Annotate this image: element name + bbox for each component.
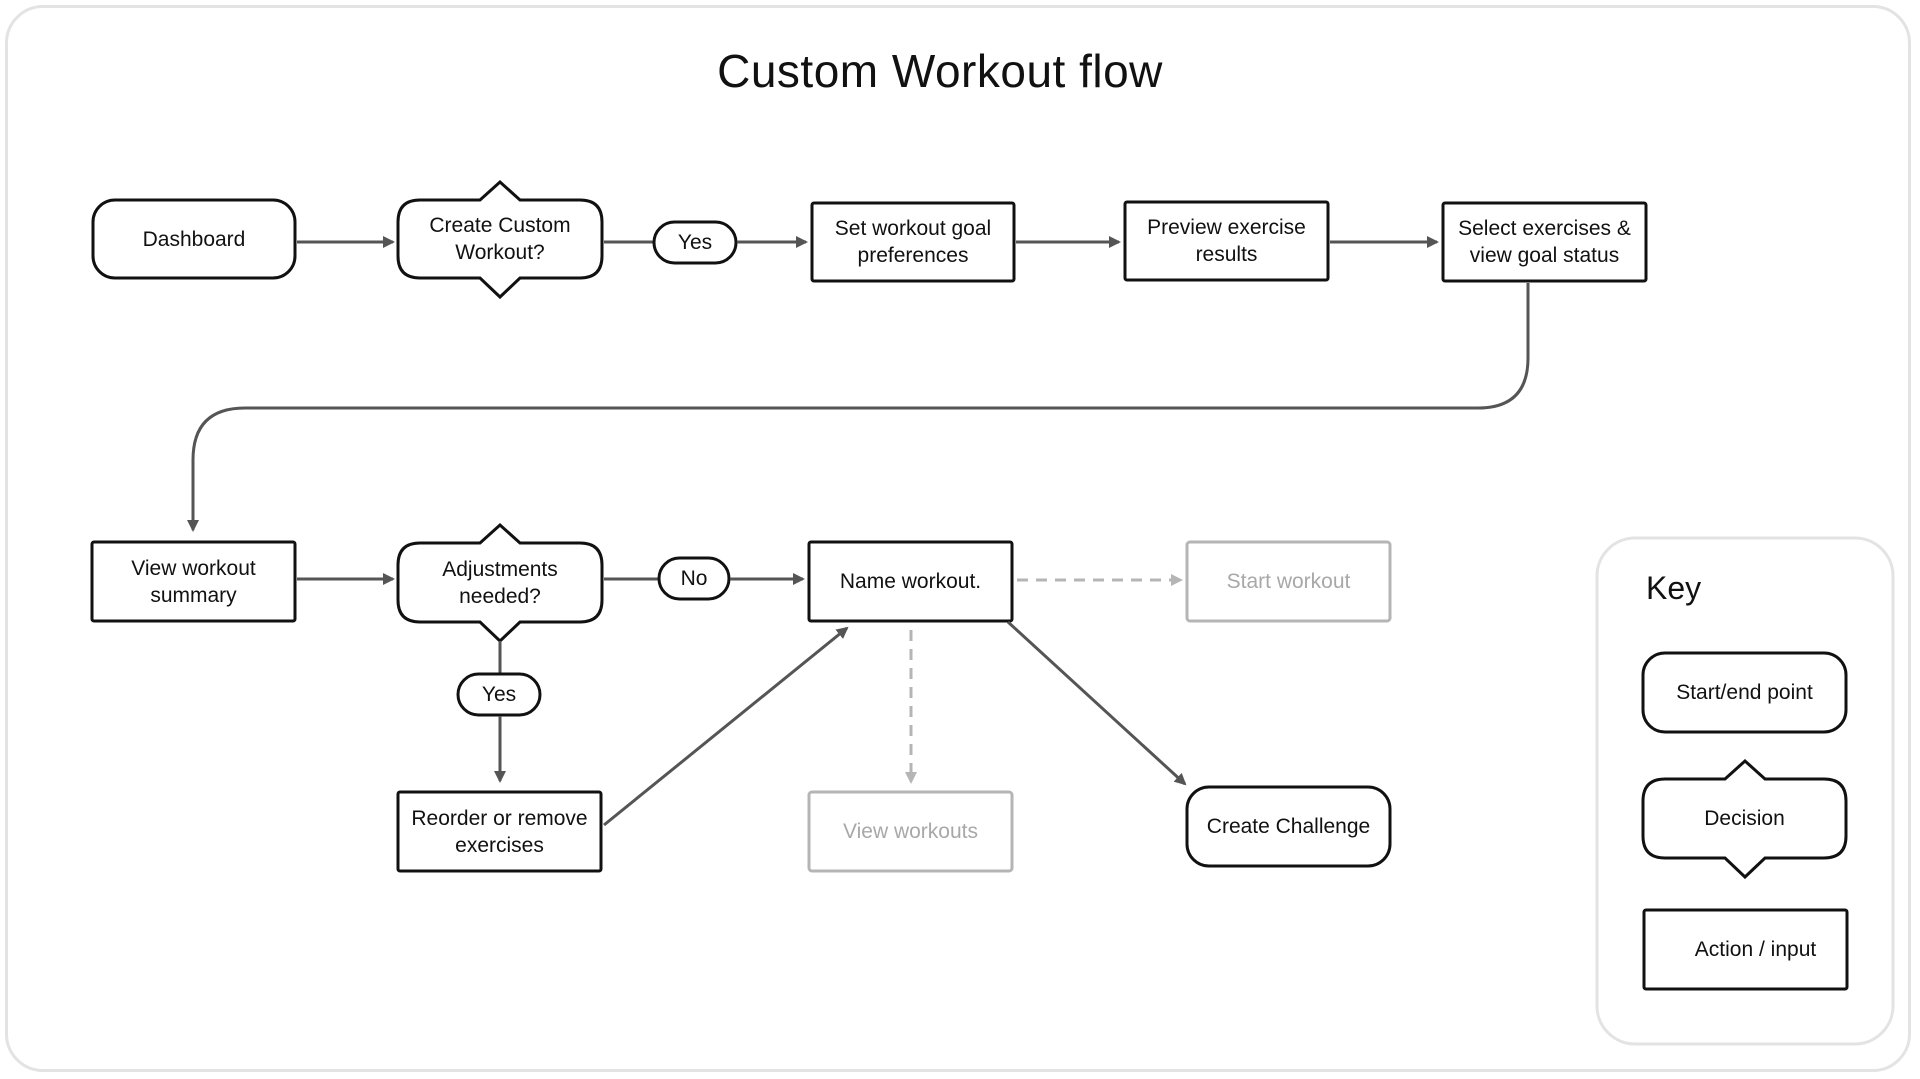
diagram-frame <box>5 5 1911 1072</box>
node-preview-results-label: Preview exercise results <box>1147 216 1306 266</box>
arrow-reorder-to-name-workout <box>603 626 849 827</box>
label-yes-top-shape <box>652 220 738 265</box>
key-action-input-label: Action / input <box>1694 938 1817 961</box>
node-dashboard-shape <box>91 198 297 280</box>
node-name-workout-shape <box>807 540 1014 623</box>
node-view-summary-label: View workout summary <box>131 556 256 607</box>
diagram-title: Custom Workout flow <box>717 45 1163 97</box>
node-adjustments-needed-label: Adjustments needed? <box>442 557 558 608</box>
node-select-exercises-shape <box>1441 201 1648 283</box>
node-set-goal-preferences-label: Set workout goal preferences <box>834 217 992 267</box>
label-yes-bottom: Yes <box>481 682 517 706</box>
label-yes-bottom-shape <box>456 672 542 717</box>
node-set-goal-preferences-shape <box>810 201 1016 283</box>
node-view-summary-shape <box>90 540 297 623</box>
node-select-exercises-label: Select exercises & view goal status <box>1458 217 1631 267</box>
node-preview-results-shape <box>1123 200 1330 282</box>
node-dashboard-label: Dashboard <box>142 227 246 251</box>
label-no-shape <box>657 556 731 601</box>
node-create-custom-workout-label: Create Custom Workout? <box>429 214 571 264</box>
key-action-input-shape <box>1642 908 1849 991</box>
arrow-select-to-view-summary <box>187 283 1530 532</box>
node-create-challenge-label: Create Challenge <box>1206 815 1371 838</box>
node-start-workout-label: Start workout <box>1226 570 1351 593</box>
node-create-custom-workout-shape <box>396 179 604 300</box>
node-create-challenge-shape <box>1185 785 1392 868</box>
node-reorder-remove-label: Reorder or remove exercises <box>411 806 588 857</box>
node-view-workouts-label: View workouts <box>842 820 978 843</box>
label-no: No <box>680 566 708 590</box>
key-title: Key <box>1646 570 1702 606</box>
node-reorder-remove-shape <box>396 790 603 873</box>
node-adjustments-needed-shape <box>396 522 604 644</box>
key-decision-label: Decision <box>1704 807 1785 830</box>
node-view-workouts-shape <box>807 790 1014 873</box>
label-yes-top: Yes <box>677 230 713 254</box>
key-start-end-shape <box>1641 651 1848 734</box>
key-decision-shape <box>1641 758 1848 880</box>
arrow-name-to-create-challenge <box>1006 620 1187 786</box>
node-start-workout-shape <box>1185 540 1392 623</box>
key-start-end-label: Start/end point <box>1676 681 1813 704</box>
node-name-workout-label: Name workout. <box>839 570 982 593</box>
